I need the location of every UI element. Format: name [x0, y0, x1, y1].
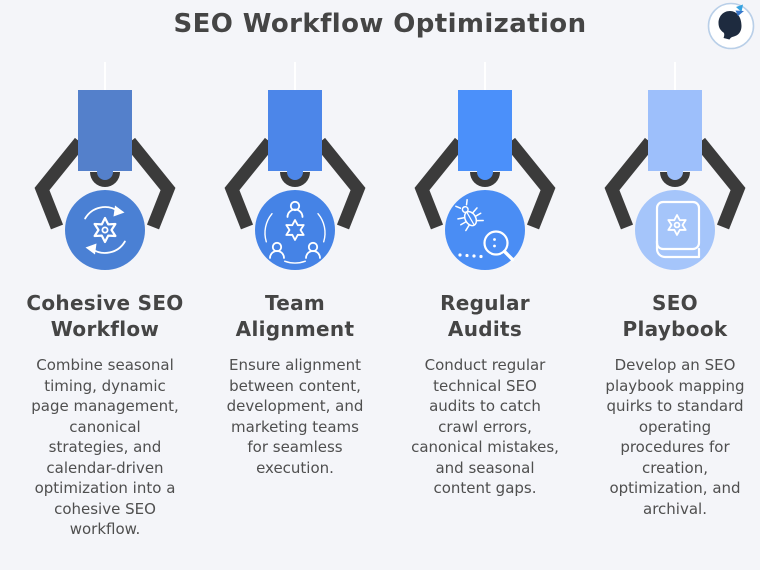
claw-arm-right: [694, 137, 746, 230]
claw-machine-graphic: [604, 62, 746, 270]
claw-arm-right: [314, 137, 366, 230]
icon-circle: [65, 190, 145, 270]
team-collaboration-icon: [264, 200, 326, 264]
claw-machine-graphic: [224, 62, 366, 270]
page-title: SEO Workflow Optimization: [173, 9, 587, 39]
claw-arm-left: [604, 137, 656, 230]
machine-body: [268, 90, 322, 171]
column-description: Ensure alignment between content, develo…: [226, 356, 364, 477]
claw-arm-left: [34, 137, 86, 230]
claw-arm-right: [504, 137, 556, 230]
machine-body: [78, 90, 132, 171]
machine-body: [458, 90, 512, 171]
butterfly-wing-top: [736, 4, 743, 12]
bug-magnifier-icon: [455, 199, 515, 262]
claw-arm-left: [224, 137, 276, 230]
head-silhouette: [718, 11, 742, 40]
claw-machine-graphic: [414, 62, 556, 270]
butterfly-wing-bottom: [735, 10, 744, 16]
book-gear-icon: [655, 200, 701, 259]
header: SEO Workflow Optimization: [0, 0, 760, 58]
machine-body: [648, 90, 702, 171]
claw-machine-graphic: [34, 62, 176, 270]
claw-arm-left: [414, 137, 466, 230]
column-description: Conduct regular technical SEO audits to …: [411, 356, 559, 497]
sync-gear-icon: [84, 205, 126, 255]
head-butterfly-logo: [707, 2, 755, 50]
column-description: Combine seasonal timing, dynamic page ma…: [31, 356, 179, 538]
claw-arm-right: [124, 137, 176, 230]
column-description: Develop an SEO playbook mapping quirks t…: [605, 356, 745, 518]
